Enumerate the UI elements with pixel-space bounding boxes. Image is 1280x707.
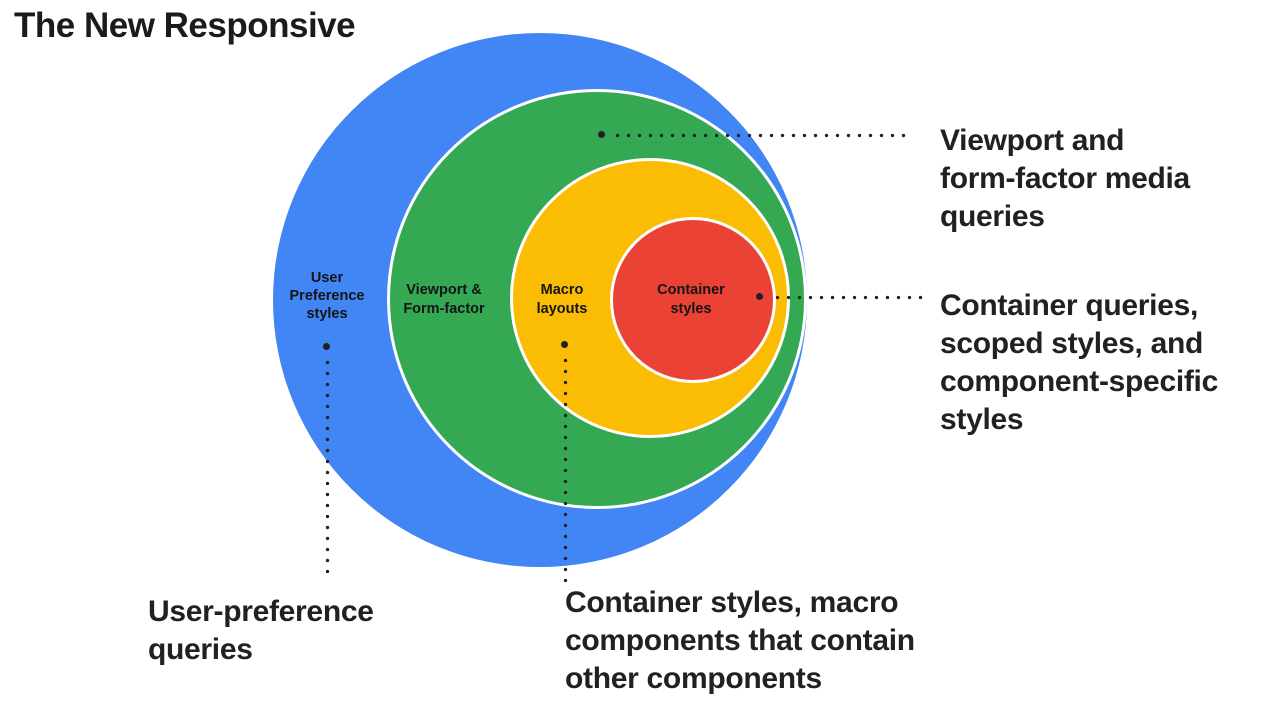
leader-dot-viewport-queries [598, 131, 605, 138]
leader-line-container-queries [772, 295, 928, 300]
ring-label-macro-layouts: Macro layouts [536, 282, 588, 317]
leader-dot-container-queries [756, 293, 763, 300]
leader-line-viewport-queries [612, 133, 908, 138]
annotation-container-styles-macro: Container styles, macro components that … [565, 586, 915, 695]
leader-dot-user-preference [323, 343, 330, 350]
ring-label-viewport-form-factor: Viewport & Form-factor [403, 282, 485, 317]
annotation-container-queries: Container queries, scoped styles, and co… [940, 289, 1218, 436]
annotation-viewport-media-queries: Viewport and form-factor media queries [940, 124, 1190, 233]
annotation-user-preference-queries: User-preference queries [148, 595, 374, 666]
leader-line-user-preference [325, 357, 330, 580]
ring-label-user-preference-styles: User Preference styles [289, 270, 365, 322]
ring-container-styles [610, 217, 776, 383]
page-title: The New Responsive [14, 6, 356, 45]
leader-dot-container-styles [561, 341, 568, 348]
ring-label-container-styles: Container styles [657, 282, 725, 317]
leader-line-container-styles [563, 355, 568, 583]
